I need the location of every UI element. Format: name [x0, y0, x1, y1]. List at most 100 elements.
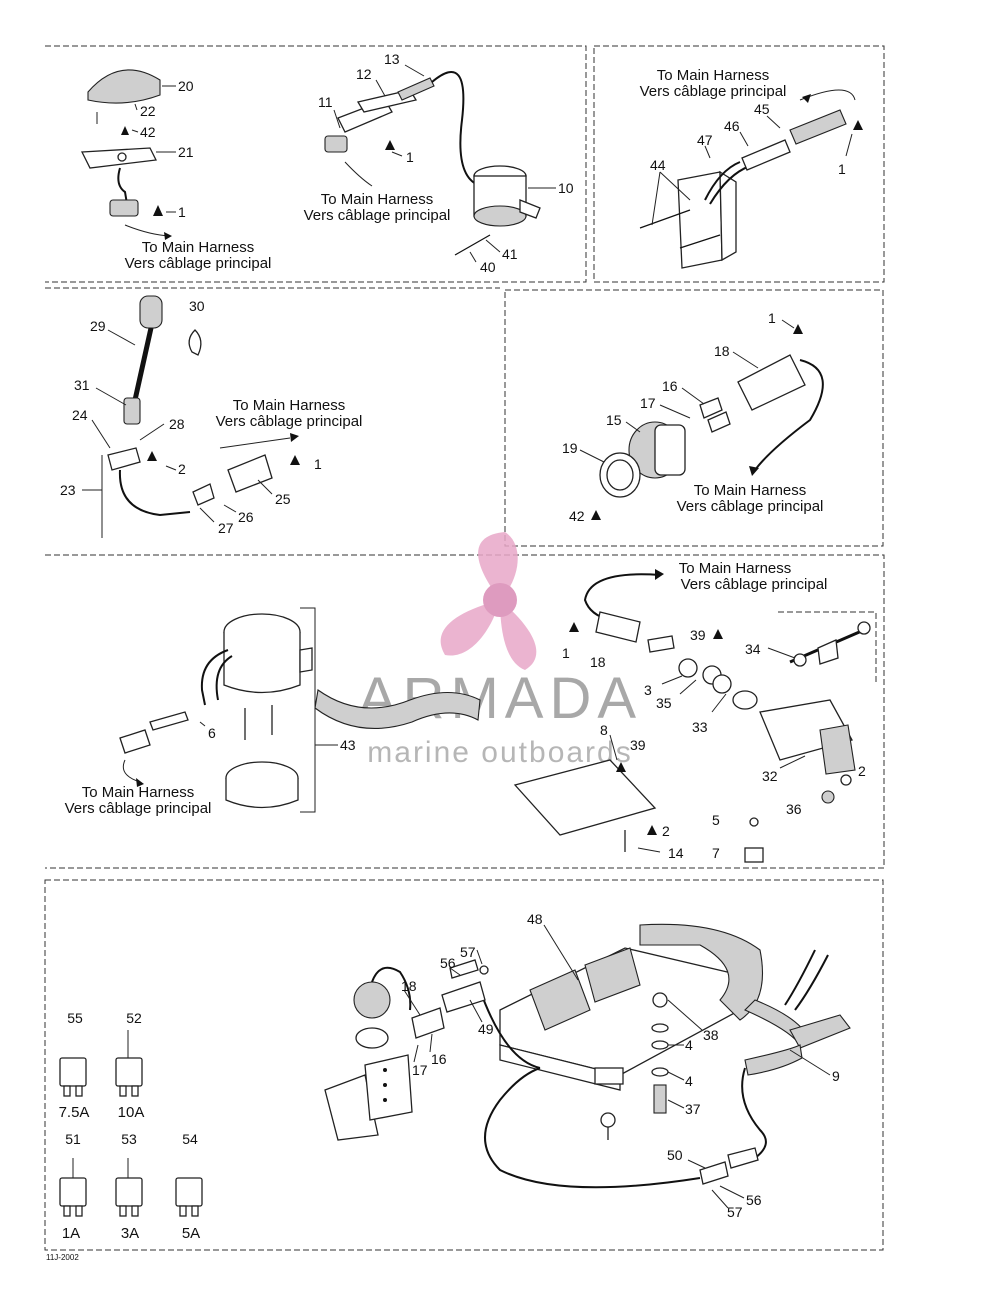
fuse-rating-10a: 10A	[118, 1104, 145, 1121]
callout-27: 27	[218, 520, 234, 536]
harness-label-en: To Main Harness	[82, 784, 195, 801]
callout-1: 1	[406, 149, 414, 165]
callout-5: 5	[712, 812, 720, 828]
callout-4: 4	[685, 1073, 693, 1089]
panel-switch-lever: 30 29 31 24 28 2 1 23 25 26 27 To Main H…	[60, 295, 363, 538]
harness-label-fr: Vers câblage principal	[304, 207, 451, 224]
callout-35: 35	[656, 695, 672, 711]
panel-frames	[44, 45, 885, 1251]
callout-4: 4	[685, 1037, 693, 1053]
callout-28: 28	[169, 416, 185, 432]
fuse-callout-55: 55	[67, 1010, 83, 1026]
panel-fuse-box: 55 7.5A 52 10A 51 1A 53 3A 54 5A	[59, 911, 851, 1242]
callout-47: 47	[697, 132, 713, 148]
callout-30: 30	[189, 298, 205, 314]
callout-36: 36	[786, 801, 802, 817]
callout-1: 1	[838, 161, 846, 177]
callout-29: 29	[90, 318, 106, 334]
panel-accessory-plug: 1 18 16 17 15 19 42 To Main Harness Vers…	[562, 310, 824, 524]
harness-label-fr: Vers câblage principal	[65, 800, 212, 817]
panel-trim-assembly: 39 34 1 18 3 35 33 8 39 32 2 36 5 2 14 7…	[513, 560, 877, 863]
callout-1: 1	[768, 310, 776, 326]
callout-18: 18	[401, 978, 417, 994]
fuse-10a	[115, 1057, 143, 1097]
harness-label-en: To Main Harness	[657, 67, 770, 84]
callout-1: 1	[314, 456, 322, 472]
figure-code: 11J-2002	[46, 1253, 79, 1262]
callout-42: 42	[569, 508, 585, 524]
fuse-rating-5a: 5A	[182, 1225, 200, 1242]
callout-1: 1	[178, 204, 186, 220]
callout-14: 14	[668, 845, 684, 861]
fuse-callout-51: 51	[65, 1131, 81, 1147]
callout-56: 56	[746, 1192, 762, 1208]
callout-18: 18	[590, 654, 606, 670]
callout-18: 18	[714, 343, 730, 359]
harness-label-en: To Main Harness	[233, 397, 346, 414]
callout-45: 45	[754, 101, 770, 117]
harness-label-fr: Vers câblage principal	[640, 83, 787, 100]
fuse-rating-7-5a: 7.5A	[59, 1104, 90, 1121]
callout-16: 16	[662, 378, 678, 394]
panel-connector-block: 44 47 46 45 1 To Main Harness Vers câbla…	[640, 67, 863, 269]
harness-label-fr: Vers câblage principal	[681, 576, 828, 593]
callout-39: 39	[690, 627, 706, 643]
callout-33: 33	[692, 719, 708, 735]
callout-38: 38	[703, 1027, 719, 1043]
callout-16: 16	[431, 1051, 447, 1067]
callout-24: 24	[72, 407, 88, 423]
callout-6: 6	[208, 725, 216, 741]
callout-13: 13	[384, 51, 400, 67]
callout-23: 23	[60, 482, 76, 498]
callout-57: 57	[460, 944, 476, 960]
callout-44: 44	[650, 157, 666, 173]
fuse-rating-3a: 3A	[121, 1225, 139, 1242]
callout-37: 37	[685, 1101, 701, 1117]
callout-1: 1	[562, 645, 570, 661]
harness-label-en: To Main Harness	[142, 239, 255, 256]
callout-11: 11	[318, 94, 333, 110]
callout-12: 12	[356, 66, 372, 82]
callout-26: 26	[238, 509, 254, 525]
callout-48: 48	[527, 911, 543, 927]
callout-50: 50	[667, 1147, 683, 1163]
callout-20: 20	[178, 78, 194, 94]
fuse-callout-53: 53	[121, 1131, 137, 1147]
callout-2: 2	[662, 823, 670, 839]
callout-56: 56	[440, 955, 456, 971]
callout-9: 9	[832, 1068, 840, 1084]
callout-3: 3	[644, 682, 652, 698]
fuse-callout-52: 52	[126, 1010, 142, 1026]
callout-32: 32	[762, 768, 778, 784]
callout-2: 2	[858, 763, 866, 779]
panel-bilge-pump: 6 43 To Main Harness Vers câblage princi…	[65, 607, 481, 817]
propeller-logo	[440, 532, 537, 670]
fuse-7-5a	[59, 1057, 87, 1097]
callout-15: 15	[606, 412, 622, 428]
callout-17: 17	[640, 395, 656, 411]
fuse-5a	[175, 1177, 203, 1217]
panel-horn: 11 12 13 1 10 41 40 To Main Harness Vers…	[304, 51, 574, 275]
fuse-1a	[59, 1177, 87, 1217]
callout-57: 57	[727, 1204, 743, 1220]
callout-25: 25	[275, 491, 291, 507]
harness-label-en: To Main Harness	[679, 560, 792, 577]
fuse-callout-54: 54	[182, 1131, 198, 1147]
armada-watermark: ARMADA marine outboards	[358, 532, 636, 769]
harness-label-fr: Vers câblage principal	[216, 413, 363, 430]
callout-46: 46	[724, 118, 740, 134]
callout-21: 21	[178, 144, 194, 160]
callout-49: 49	[478, 1021, 494, 1037]
callout-7: 7	[712, 845, 720, 861]
callout-41: 41	[502, 246, 518, 262]
fuse-3a	[115, 1177, 143, 1217]
callout-34: 34	[745, 641, 761, 657]
callout-17: 17	[412, 1062, 428, 1078]
callout-19: 19	[562, 440, 578, 456]
callout-39: 39	[630, 737, 646, 753]
callout-31: 31	[74, 377, 90, 393]
callout-10: 10	[558, 180, 574, 196]
callout-40: 40	[480, 259, 496, 275]
callout-22: 22	[140, 103, 156, 119]
